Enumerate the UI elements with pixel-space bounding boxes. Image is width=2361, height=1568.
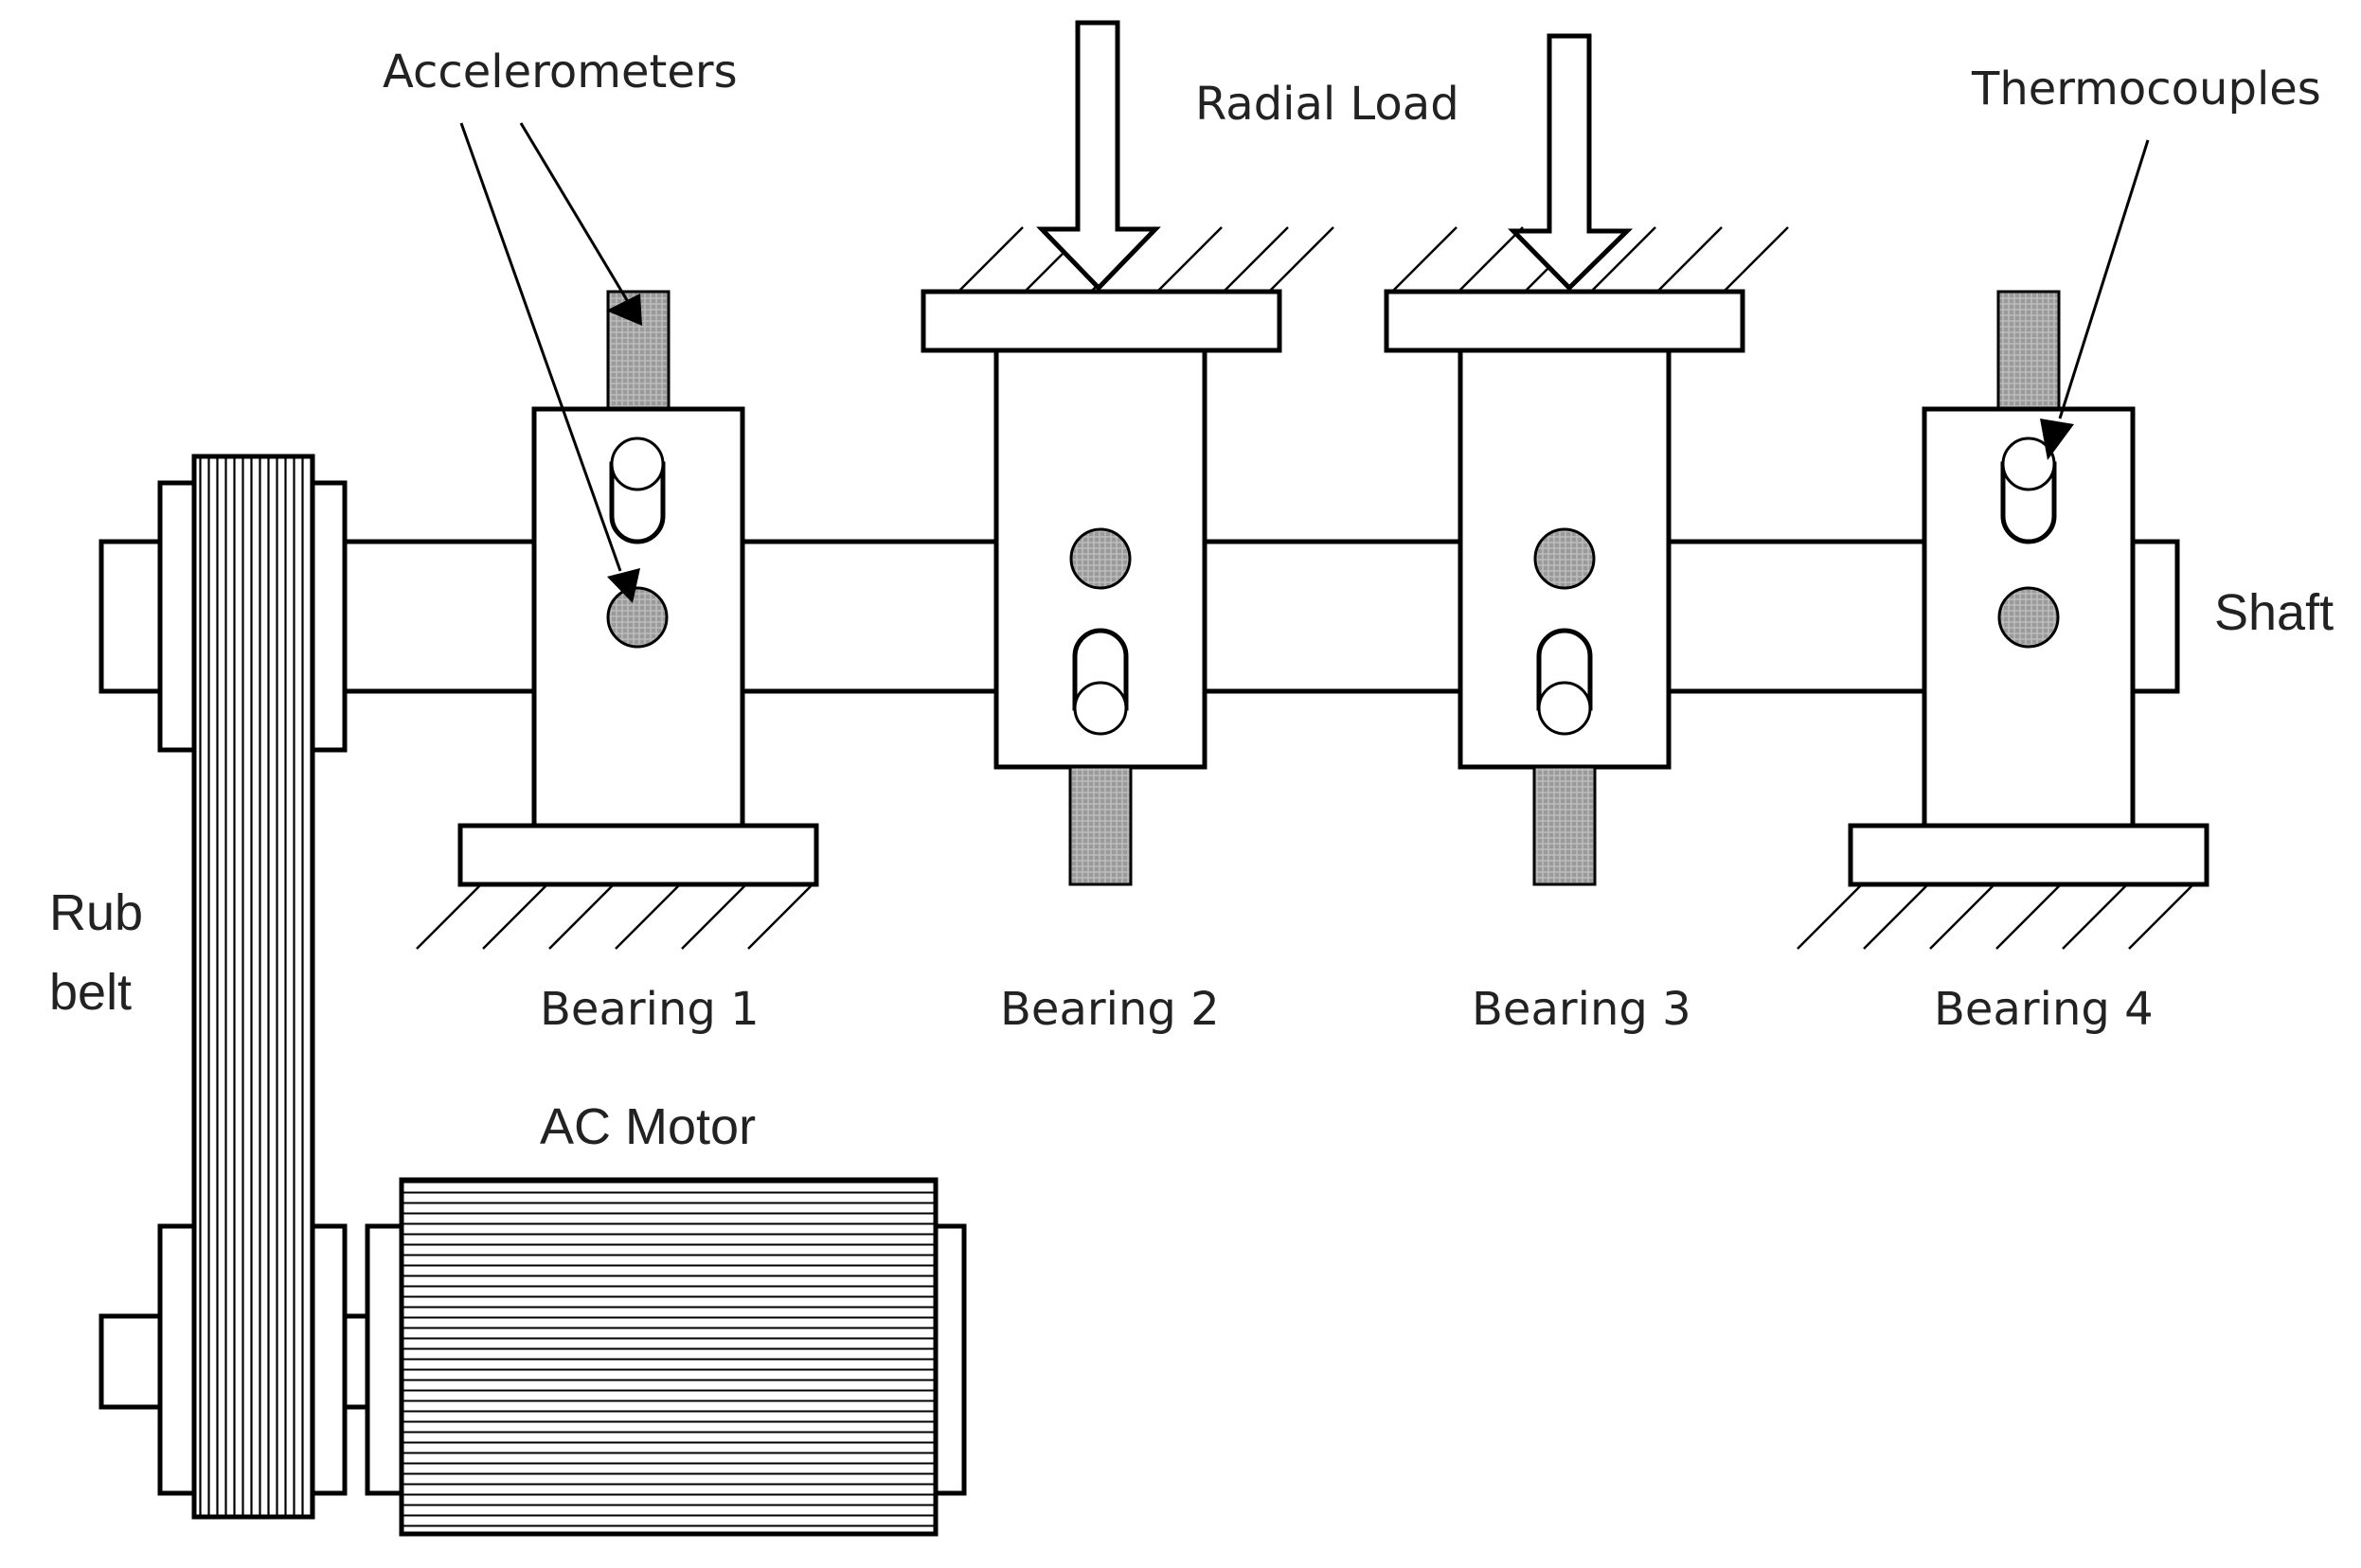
arrow-head-icon xyxy=(2040,419,2074,460)
ac-motor xyxy=(342,1177,967,1537)
motor-right-cap xyxy=(933,1223,967,1496)
motor-body xyxy=(399,1177,939,1537)
label-belt: belt xyxy=(49,964,132,1021)
accelerometer-4-vertical xyxy=(1996,290,2061,411)
radial-load-arrow-2 xyxy=(1508,33,1634,292)
label-shaft: Shaft xyxy=(2214,584,2334,641)
thermocouple-1 xyxy=(609,437,666,544)
arrow-head-icon xyxy=(607,568,640,603)
label-radial-load: Radial Load xyxy=(1195,78,1459,131)
accelerometer-3-horizontal xyxy=(1533,527,1596,590)
bearing-3-assembly xyxy=(1384,33,1789,886)
thermocouple-4 xyxy=(2000,437,2057,544)
ground-hatch-4 xyxy=(1797,883,2194,950)
label-accelerometers: Accelerometers xyxy=(383,45,738,98)
bearing-3-cap xyxy=(1384,289,1745,353)
ground-hatch-1 xyxy=(416,883,814,950)
thermocouple-3 xyxy=(1536,628,1593,736)
rub-belt xyxy=(191,454,315,1520)
thermocouple-2 xyxy=(1072,628,1129,736)
radial-load-arrow-1 xyxy=(1036,20,1161,292)
accelerometer-2-horizontal xyxy=(1069,527,1132,590)
accelerometer-4-horizontal xyxy=(1997,586,2060,649)
bearing-4-base xyxy=(1848,823,2209,887)
label-rub: Rub xyxy=(49,884,143,941)
bearing-1-assembly xyxy=(416,290,819,950)
label-ac-motor: AC Motor xyxy=(540,1098,756,1155)
bearing-1-base xyxy=(457,823,819,887)
label-bearing-2: Bearing 2 xyxy=(1000,983,1220,1036)
bearing-2-cap xyxy=(921,289,1282,353)
thermocouple-leader xyxy=(2040,139,2150,460)
label-bearing-1: Bearing 1 xyxy=(540,983,760,1036)
accelerometer-3-vertical xyxy=(1532,765,1597,886)
bearing-2-assembly xyxy=(921,20,1334,886)
label-thermocouples: Thermocouples xyxy=(1971,62,2321,116)
label-bearing-3: Bearing 3 xyxy=(1472,983,1691,1036)
accelerometer-leaders xyxy=(459,122,642,603)
accelerometer-2-vertical xyxy=(1068,765,1133,886)
motor-left-cap xyxy=(365,1223,404,1496)
bearing-4-assembly xyxy=(1797,290,2209,950)
accelerometer-1-horizontal xyxy=(606,586,669,649)
arrow-head-icon xyxy=(606,294,642,326)
label-bearing-4: Bearing 4 xyxy=(1934,983,2154,1036)
